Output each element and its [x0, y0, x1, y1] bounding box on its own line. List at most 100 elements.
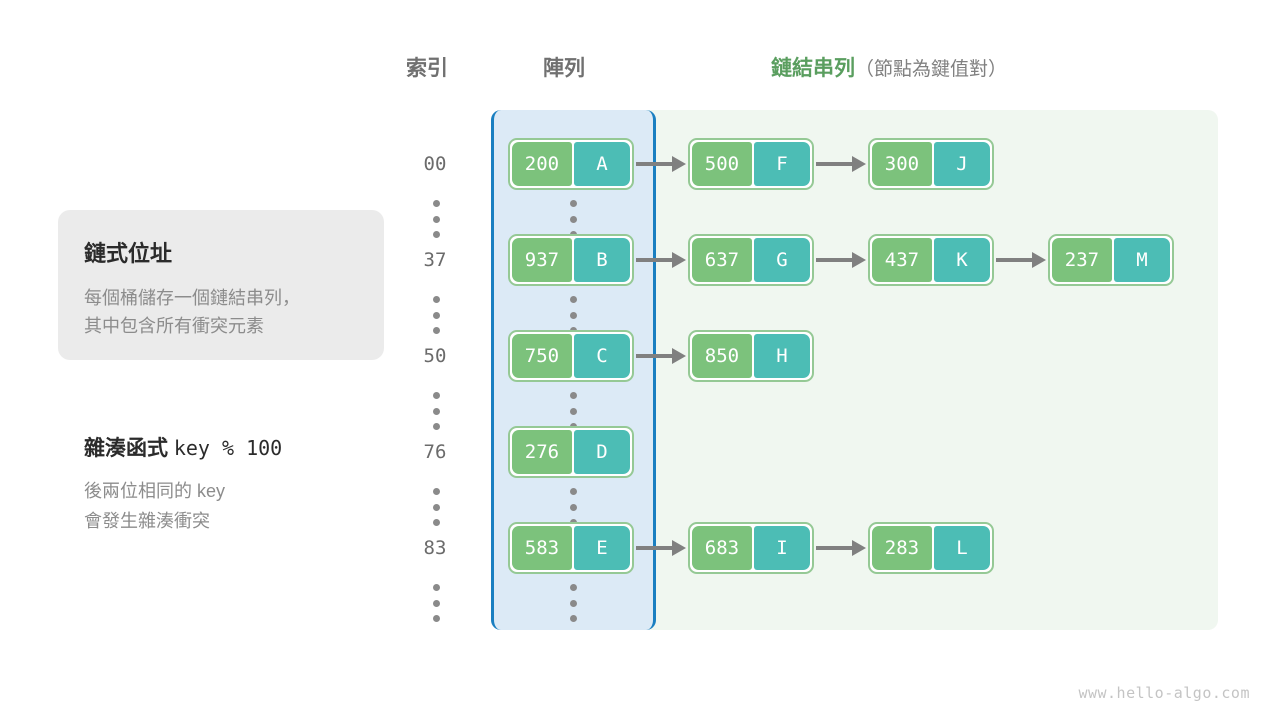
node-key: 200: [512, 142, 572, 186]
ellipsis-dot: [432, 215, 440, 223]
ellipsis-dot: [432, 503, 440, 511]
header-linked-list: 鏈結串列（節點為鍵值對）: [771, 52, 1007, 82]
arrow-shaft: [816, 258, 854, 262]
node-value: G: [753, 238, 810, 282]
bucket-index-label: 00: [423, 153, 447, 175]
arrow-shaft: [816, 546, 854, 550]
callout-separate-chaining: 鏈式位址 每個桶儲存一個鏈結串列， 其中包含所有衝突元素: [58, 210, 384, 360]
index-ellipsis-icon: [431, 488, 441, 526]
arrow-head: [1032, 252, 1046, 268]
node-value: B: [573, 238, 630, 282]
node-value: I: [753, 526, 810, 570]
index-ellipsis-icon: [431, 200, 441, 238]
ellipsis-dot: [432, 392, 440, 399]
ellipsis-dot: [432, 615, 440, 622]
array-ellipsis-icon: [568, 584, 578, 622]
node-key: 283: [872, 526, 932, 570]
ellipsis-dot: [432, 296, 440, 303]
array-ellipsis-icon: [568, 488, 578, 526]
node-key: 300: [872, 142, 932, 186]
node-value: L: [933, 526, 990, 570]
hash-function-title: 雜湊函式 key % 100: [84, 432, 414, 462]
arrow-shaft: [636, 162, 674, 166]
ellipsis-dot: [432, 200, 440, 207]
ellipsis-dot: [432, 407, 440, 415]
arrow-shaft: [816, 162, 854, 166]
arrow-head: [672, 252, 686, 268]
ellipsis-dot: [569, 599, 577, 607]
arrow-shaft: [636, 354, 674, 358]
ellipsis-dot: [432, 231, 440, 238]
array-ellipsis-icon: [568, 392, 578, 430]
ellipsis-dot: [569, 215, 577, 223]
node-key: 937: [512, 238, 572, 282]
node-key: 437: [872, 238, 932, 282]
node-key: 683: [692, 526, 752, 570]
arrow-shaft: [636, 546, 674, 550]
node-key: 637: [692, 238, 752, 282]
node-value: F: [753, 142, 810, 186]
arrow-shaft: [996, 258, 1034, 262]
callout-line-1: 每個桶儲存一個鏈結串列，: [84, 288, 300, 308]
header-index: 索引: [406, 57, 448, 80]
ellipsis-dot: [432, 327, 440, 334]
node-key: 850: [692, 334, 752, 378]
header-linked-list-main: 鏈結串列: [771, 57, 855, 80]
chain-arrow-icon: [994, 234, 1048, 286]
arrow-head: [852, 252, 866, 268]
ellipsis-dot: [432, 519, 440, 526]
index-ellipsis-icon: [431, 392, 441, 430]
ellipsis-dot: [432, 584, 440, 591]
callout-line-2: 其中包含所有衝突元素: [84, 316, 264, 336]
arrow-head: [672, 540, 686, 556]
ellipsis-dot: [569, 503, 577, 511]
ellipsis-dot: [569, 584, 577, 591]
ellipsis-dot: [569, 200, 577, 207]
hash-note-line-2: 會發生雜湊衝突: [84, 511, 210, 531]
node-key: 500: [692, 142, 752, 186]
ellipsis-dot: [432, 311, 440, 319]
ellipsis-dot: [569, 488, 577, 495]
node-key: 276: [512, 430, 572, 474]
hash-note-line-1: 後兩位相同的 key: [84, 481, 226, 501]
ellipsis-dot: [569, 311, 577, 319]
node-value: C: [573, 334, 630, 378]
ellipsis-dot: [432, 423, 440, 430]
ellipsis-dot: [569, 392, 577, 399]
node-value: E: [573, 526, 630, 570]
chain-arrow-icon: [814, 522, 868, 574]
chain-arrow-icon: [634, 522, 688, 574]
node-value: K: [933, 238, 990, 282]
header-linked-list-sub: （節點為鍵值對）: [855, 59, 1008, 80]
hash-function-note: 雜湊函式 key % 100 後兩位相同的 key 會發生雜湊衝突: [84, 432, 414, 536]
bucket-index-label: 37: [423, 249, 447, 271]
ellipsis-dot: [569, 615, 577, 622]
node-value: M: [1113, 238, 1170, 282]
node-value: H: [753, 334, 810, 378]
chain-arrow-icon: [634, 330, 688, 382]
ellipsis-dot: [432, 599, 440, 607]
header-array: 陣列: [543, 57, 585, 80]
